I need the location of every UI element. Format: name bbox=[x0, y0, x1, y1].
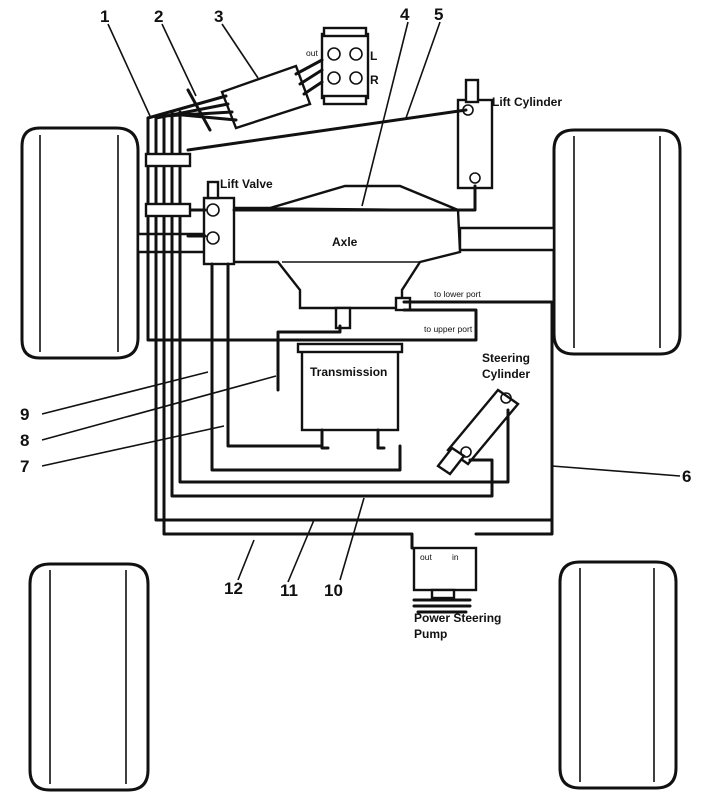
callout-4: 4 bbox=[400, 5, 410, 24]
to-lower-port-label: to lower port bbox=[434, 289, 481, 299]
inline-filter bbox=[220, 64, 312, 130]
pump-label-line1: Power Steering bbox=[414, 611, 501, 625]
callout-12: 12 bbox=[224, 579, 243, 598]
callout-10: 10 bbox=[324, 581, 343, 600]
callout-1: 1 bbox=[100, 7, 109, 26]
axle bbox=[136, 184, 556, 330]
lift-cylinder bbox=[456, 78, 494, 190]
callout-3: 3 bbox=[214, 7, 223, 26]
callout-8: 8 bbox=[20, 431, 29, 450]
pump-out-label: out bbox=[420, 552, 432, 562]
control-valve-out-label: out bbox=[306, 48, 318, 58]
transmission-label: Transmission bbox=[310, 365, 387, 379]
steering-cylinder-label-line2: Cylinder bbox=[482, 367, 530, 381]
tire-rear-right bbox=[558, 560, 678, 790]
callout-leaders bbox=[41, 21, 681, 583]
hose-bundle bbox=[144, 58, 554, 550]
power-steering-pump bbox=[412, 546, 478, 614]
pump-label-line2: Pump bbox=[414, 627, 447, 641]
axle-label: Axle bbox=[332, 235, 358, 249]
lift-valve bbox=[202, 180, 236, 266]
callout-11: 11 bbox=[280, 581, 298, 600]
transmission bbox=[296, 342, 404, 450]
pump-in-label: in bbox=[452, 552, 459, 562]
tire-rear-left bbox=[28, 562, 150, 792]
callout-6: 6 bbox=[682, 467, 691, 486]
callout-7: 7 bbox=[20, 457, 29, 476]
lift-cylinder-label: Lift Cylinder bbox=[492, 95, 562, 109]
control-valve bbox=[320, 26, 370, 106]
steering-cylinder-label-line1: Steering bbox=[482, 351, 530, 365]
to-upper-port-label: to upper port bbox=[424, 324, 473, 334]
callout-5: 5 bbox=[434, 5, 443, 24]
lift-valve-label: Lift Valve bbox=[220, 177, 273, 191]
callout-2: 2 bbox=[154, 7, 163, 26]
steering-cylinder bbox=[436, 388, 520, 476]
tire-front-right bbox=[552, 128, 682, 356]
control-valve-r-label: R bbox=[370, 73, 379, 87]
control-valve-l-label: L bbox=[370, 49, 377, 63]
tire-front-left bbox=[20, 126, 140, 360]
callout-9: 9 bbox=[20, 405, 29, 424]
